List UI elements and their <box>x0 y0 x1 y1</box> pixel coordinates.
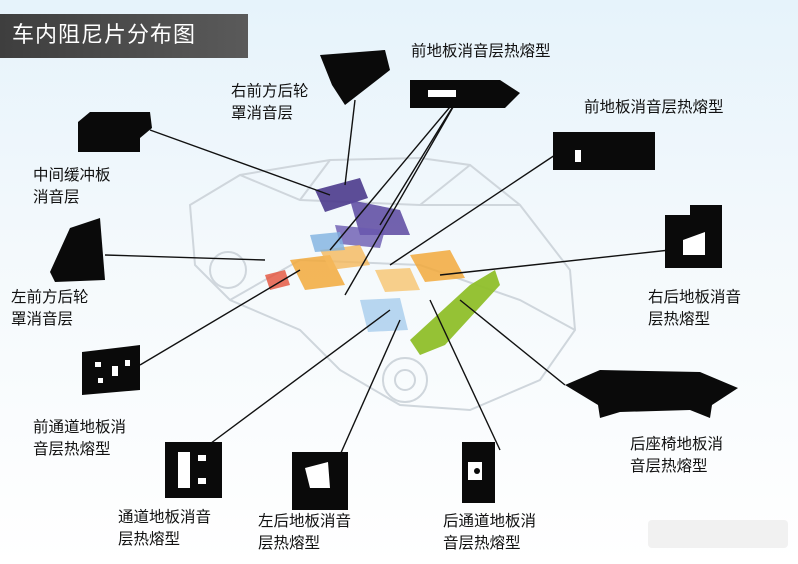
label-tunnel-floor: 通道地板消音 层热熔型 <box>118 508 212 548</box>
label-left-front-wheel: 左前方后轮 罩消音层 <box>11 288 89 328</box>
page-title: 车内阻尼片分布图 <box>0 14 248 58</box>
pad-front-floor-top-hole <box>428 90 456 97</box>
orange-pad-2 <box>320 245 370 270</box>
purple-pad-1 <box>315 178 368 212</box>
pad-front-tunnel <box>82 345 140 395</box>
label-right-front-wheel: 右前方后轮 罩消音层 <box>231 82 309 122</box>
pad-rear-seat-floor <box>565 370 738 418</box>
pad-front-floor-right-hole <box>575 150 581 162</box>
pad-middle-buffer <box>78 112 152 152</box>
purple-pad-3 <box>335 225 385 248</box>
label-rear-tunnel: 后通道地板消 音层热熔型 <box>443 512 537 552</box>
blue-pad-1 <box>310 232 345 252</box>
pad-right-rear-floor-cut <box>683 232 705 255</box>
pad-front-floor-right <box>553 132 655 170</box>
orange-pad-3 <box>410 250 465 282</box>
orange-pad-4 <box>375 268 420 292</box>
green-pad <box>410 270 500 355</box>
pad-front-floor-top <box>410 80 520 108</box>
label-right-rear-floor: 右后地板消音 层热熔型 <box>648 288 742 328</box>
pad-right-front-wheel <box>320 50 390 105</box>
red-pad <box>265 270 290 290</box>
watermark-blur <box>648 520 788 548</box>
label-front-floor-right: 前地板消音层热熔型 <box>584 98 724 116</box>
label-middle-buffer: 中间缓冲板 消音层 <box>33 166 111 206</box>
label-front-tunnel: 前通道地板消 音层热熔型 <box>33 418 127 458</box>
pad-tunnel-floor <box>165 442 222 498</box>
label-rear-seat-floor: 后座椅地板消 音层热熔型 <box>630 435 724 475</box>
leader-lines <box>104 94 671 456</box>
label-left-rear-floor: 左后地板消音 层热熔型 <box>258 512 352 552</box>
pad-left-front-wheel <box>50 218 105 282</box>
damping-pads <box>50 50 738 510</box>
label-front-floor-top: 前地板消音层热熔型 <box>411 42 551 60</box>
